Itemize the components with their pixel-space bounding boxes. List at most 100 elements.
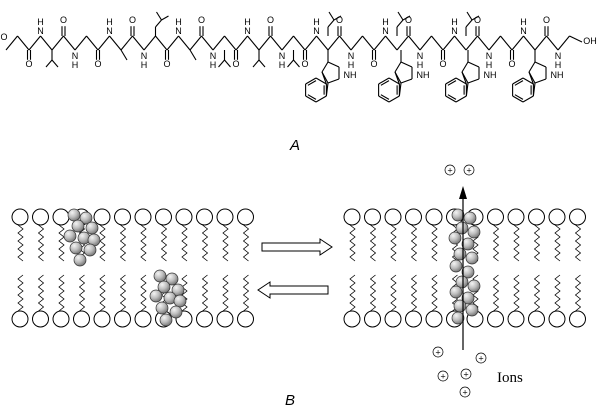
side-chain-bond <box>465 19 473 28</box>
helix-sphere <box>73 253 87 267</box>
benzene-double-bond <box>514 94 524 100</box>
lipid-head <box>364 208 381 226</box>
side-chain-bond <box>258 59 266 68</box>
benzene-bond <box>455 95 467 103</box>
helix-monomer-lower <box>149 269 187 327</box>
backbone-bond <box>281 35 294 51</box>
benzene-bond <box>445 95 457 103</box>
side-chain-bond <box>466 11 473 21</box>
lipid-head <box>93 310 111 328</box>
backbone-bond <box>40 35 53 51</box>
backbone-bond <box>86 35 99 51</box>
lipid-tail <box>140 274 147 312</box>
lipid-tail <box>242 274 250 312</box>
lipid-tail <box>119 274 127 312</box>
indole-bond <box>467 61 480 68</box>
indole-bond <box>534 78 547 84</box>
side-chain-bond <box>155 19 162 28</box>
backbone-bond <box>235 35 248 51</box>
lipid-tail <box>201 274 209 312</box>
amide-h-label: H <box>486 60 493 70</box>
amide-h-label: H <box>141 60 148 70</box>
helix-sphere <box>71 219 85 233</box>
ion-charge: + <box>462 389 468 397</box>
ion-particle <box>459 386 471 398</box>
side-chain-bond <box>161 15 169 21</box>
lipid-head <box>343 208 361 226</box>
ion-particle <box>460 368 472 380</box>
lipid-tail <box>513 224 520 262</box>
backbone-bond <box>546 35 559 51</box>
side-chain-bond <box>252 59 260 68</box>
lipid-tail <box>99 274 106 312</box>
left-arrow-icon <box>257 281 329 299</box>
backbone-bond <box>350 35 363 51</box>
amide-n-label: N <box>279 51 286 61</box>
backbone-bond <box>408 35 421 51</box>
backbone-bond <box>178 35 191 51</box>
amide-n-label: N <box>244 26 251 36</box>
lipid-tail <box>37 224 45 262</box>
backbone-bond <box>247 35 260 51</box>
amide-h-label: H <box>382 17 389 27</box>
lipid-head <box>569 310 586 328</box>
indole-nh-label: NH <box>344 70 357 80</box>
backbone-bond <box>465 35 478 51</box>
ion-particle <box>437 370 449 382</box>
lipid-head <box>528 208 545 226</box>
helix-sphere <box>149 289 163 303</box>
side-chain-bond <box>397 11 404 21</box>
helix-sphere <box>153 269 167 283</box>
backbone-bond <box>373 35 386 51</box>
helix-sphere <box>449 259 463 273</box>
benzene-bond <box>378 95 390 103</box>
amide-n-label: N <box>486 51 493 61</box>
lipid-head <box>52 310 70 328</box>
backbone-bond <box>5 35 18 51</box>
amide-n-label: N <box>175 26 182 36</box>
side-chain-bond <box>396 19 404 28</box>
lipid-tail <box>369 224 377 262</box>
lipid-tail <box>390 274 397 312</box>
lipid-head <box>93 208 111 226</box>
benzene-bond <box>315 95 327 103</box>
amide-h-label: H <box>451 17 458 27</box>
lipid-head <box>237 208 254 226</box>
helix-sphere <box>453 299 467 313</box>
side-chain-bond <box>293 59 300 68</box>
indole-bond <box>327 61 340 68</box>
lipid-head <box>52 208 70 226</box>
side-chains <box>45 11 583 103</box>
lipid-tail <box>78 274 86 312</box>
benzene-double-bond <box>380 80 390 86</box>
backbone-bond <box>155 35 168 51</box>
lipid-head <box>196 208 213 226</box>
benzene-double-bond <box>380 94 390 100</box>
lipid-tail <box>222 224 229 262</box>
helix-sphere <box>448 231 462 245</box>
indole-bond <box>394 71 400 85</box>
benzene-bond <box>305 95 317 103</box>
peptide-structure: ONHNHNHNHNHNHNHNHNHNHNHNHNHNHNHNHOOOOOOO… <box>0 11 597 103</box>
lipid-tail <box>349 274 356 312</box>
benzene-bond <box>512 95 524 103</box>
backbone-bond <box>500 35 513 51</box>
lipid-tail <box>37 274 45 312</box>
indole-bond <box>528 61 536 73</box>
lipid-tail <box>410 224 418 262</box>
helix-sphere <box>451 311 465 325</box>
carbonyl-oxygen-label: O <box>508 59 515 69</box>
carbonyl-oxygen-label: O <box>405 15 412 25</box>
indole-bond <box>400 78 413 84</box>
helix-sphere <box>461 265 475 279</box>
amide-h-label: H <box>520 17 527 27</box>
lipid-head <box>528 310 545 328</box>
backbone-bond <box>339 35 352 51</box>
indole-bond <box>532 82 536 97</box>
lipid-head <box>32 208 49 226</box>
amide-h-label: H <box>72 60 79 70</box>
lipid-head <box>216 208 234 226</box>
indole-bond <box>398 82 402 97</box>
backbone-bond <box>74 35 87 51</box>
lipid-tail <box>181 224 188 262</box>
